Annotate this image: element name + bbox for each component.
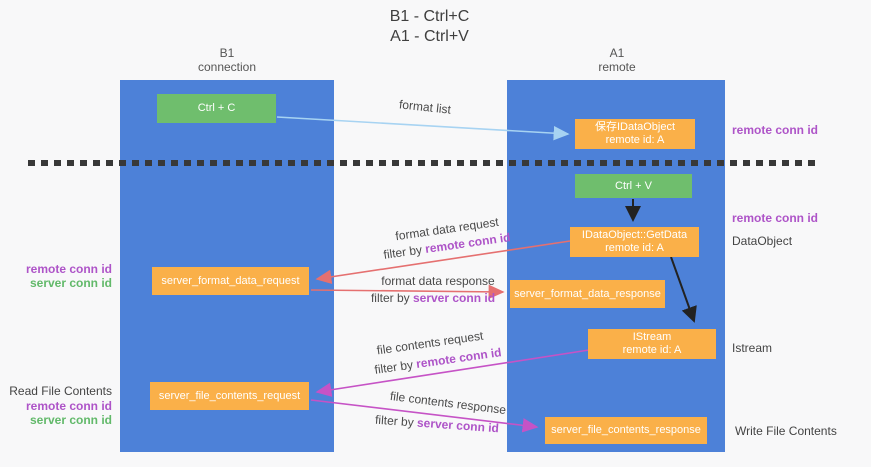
- lane-header-a1: A1 remote: [598, 46, 635, 74]
- node-save-idataobject: 保存IDataObject remote id: A: [575, 119, 695, 149]
- node-ctrl-c-label: Ctrl + C: [197, 102, 236, 114]
- label-format-data-response: format data response: [381, 274, 495, 288]
- node-server-format-data-request: server_format_data_request: [152, 267, 309, 295]
- node-idataobject-getdata: IDataObject::GetData remote id: A: [570, 227, 699, 257]
- lane-b1-subtitle: connection: [197, 60, 257, 74]
- lane-a1-subtitle: remote: [598, 60, 636, 74]
- label-filter-server-1-highlight: server conn id: [412, 291, 496, 305]
- label-format-list: format list: [398, 97, 452, 117]
- label-filter-remote-1-prefix: filter by: [382, 242, 427, 262]
- node-istream: IStream remote id: A: [588, 329, 716, 359]
- label-remote-conn-id-left-1: remote conn id: [25, 262, 112, 276]
- label-read-file-contents: Read File Contents: [9, 384, 112, 398]
- label-write-file-contents: Write File Contents: [735, 424, 837, 438]
- label-filter-remote-2-prefix: filter by: [373, 357, 418, 377]
- label-server-conn-id-left-1: server conn id: [29, 276, 112, 290]
- node-server-format-data-response-label: server_format_data_response: [514, 287, 661, 300]
- node-server-format-data-response: server_format_data_response: [510, 280, 665, 308]
- diagram-title: B1 - Ctrl+C A1 - Ctrl+V: [0, 7, 859, 47]
- copy-paste-divider-line: [28, 160, 820, 166]
- node-ctrl-c: Ctrl + C: [157, 94, 276, 123]
- node-istream-line2: remote id: A: [622, 344, 682, 356]
- label-filter-server-1: filter by server conn id: [371, 291, 495, 305]
- label-remote-conn-id-left-2: remote conn id: [25, 399, 112, 413]
- node-save-idataobject-line1: 保存IDataObject: [594, 121, 676, 133]
- node-save-idataobject-line2: remote id: A: [605, 134, 665, 146]
- node-getdata-line1: IDataObject::GetData: [581, 229, 688, 241]
- label-filter-server-2-prefix: filter by: [374, 412, 418, 430]
- lane-a1-name: A1: [609, 46, 625, 60]
- lane-header-b1: B1 connection: [198, 46, 256, 74]
- label-istream: Istream: [732, 341, 773, 355]
- node-server-file-contents-response: server_file_contents_response: [545, 417, 707, 444]
- node-getdata-line2: remote id: A: [605, 242, 664, 254]
- label-remote-conn-id-right-2: remote conn id: [732, 211, 819, 225]
- node-server-file-contents-request: server_file_contents_request: [150, 382, 309, 410]
- label-dataobject: DataObject: [732, 234, 793, 248]
- label-filter-server-1-prefix: filter by: [370, 291, 413, 305]
- node-ctrl-v-label: Ctrl + V: [615, 179, 652, 192]
- diagram-title-line2: A1 - Ctrl+V: [390, 28, 469, 45]
- node-server-file-contents-request-label: server_file_contents_request: [158, 389, 301, 402]
- diagram-title-line1: B1 - Ctrl+C: [389, 8, 470, 25]
- node-server-format-data-request-label: server_format_data_request: [161, 274, 300, 287]
- label-remote-conn-id-right-1: remote conn id: [732, 123, 819, 137]
- node-server-file-contents-response-label: server_file_contents_response: [551, 424, 701, 436]
- node-istream-line1: IStream: [632, 331, 672, 343]
- node-ctrl-v: Ctrl + V: [575, 174, 692, 198]
- label-filter-server-2-highlight: server conn id: [416, 415, 500, 436]
- label-filter-server-2: filter by server conn id: [375, 413, 500, 436]
- label-file-contents-response: file contents response: [389, 388, 507, 418]
- lane-b1-name: B1: [219, 46, 235, 60]
- label-server-conn-id-left-2: server conn id: [29, 413, 112, 427]
